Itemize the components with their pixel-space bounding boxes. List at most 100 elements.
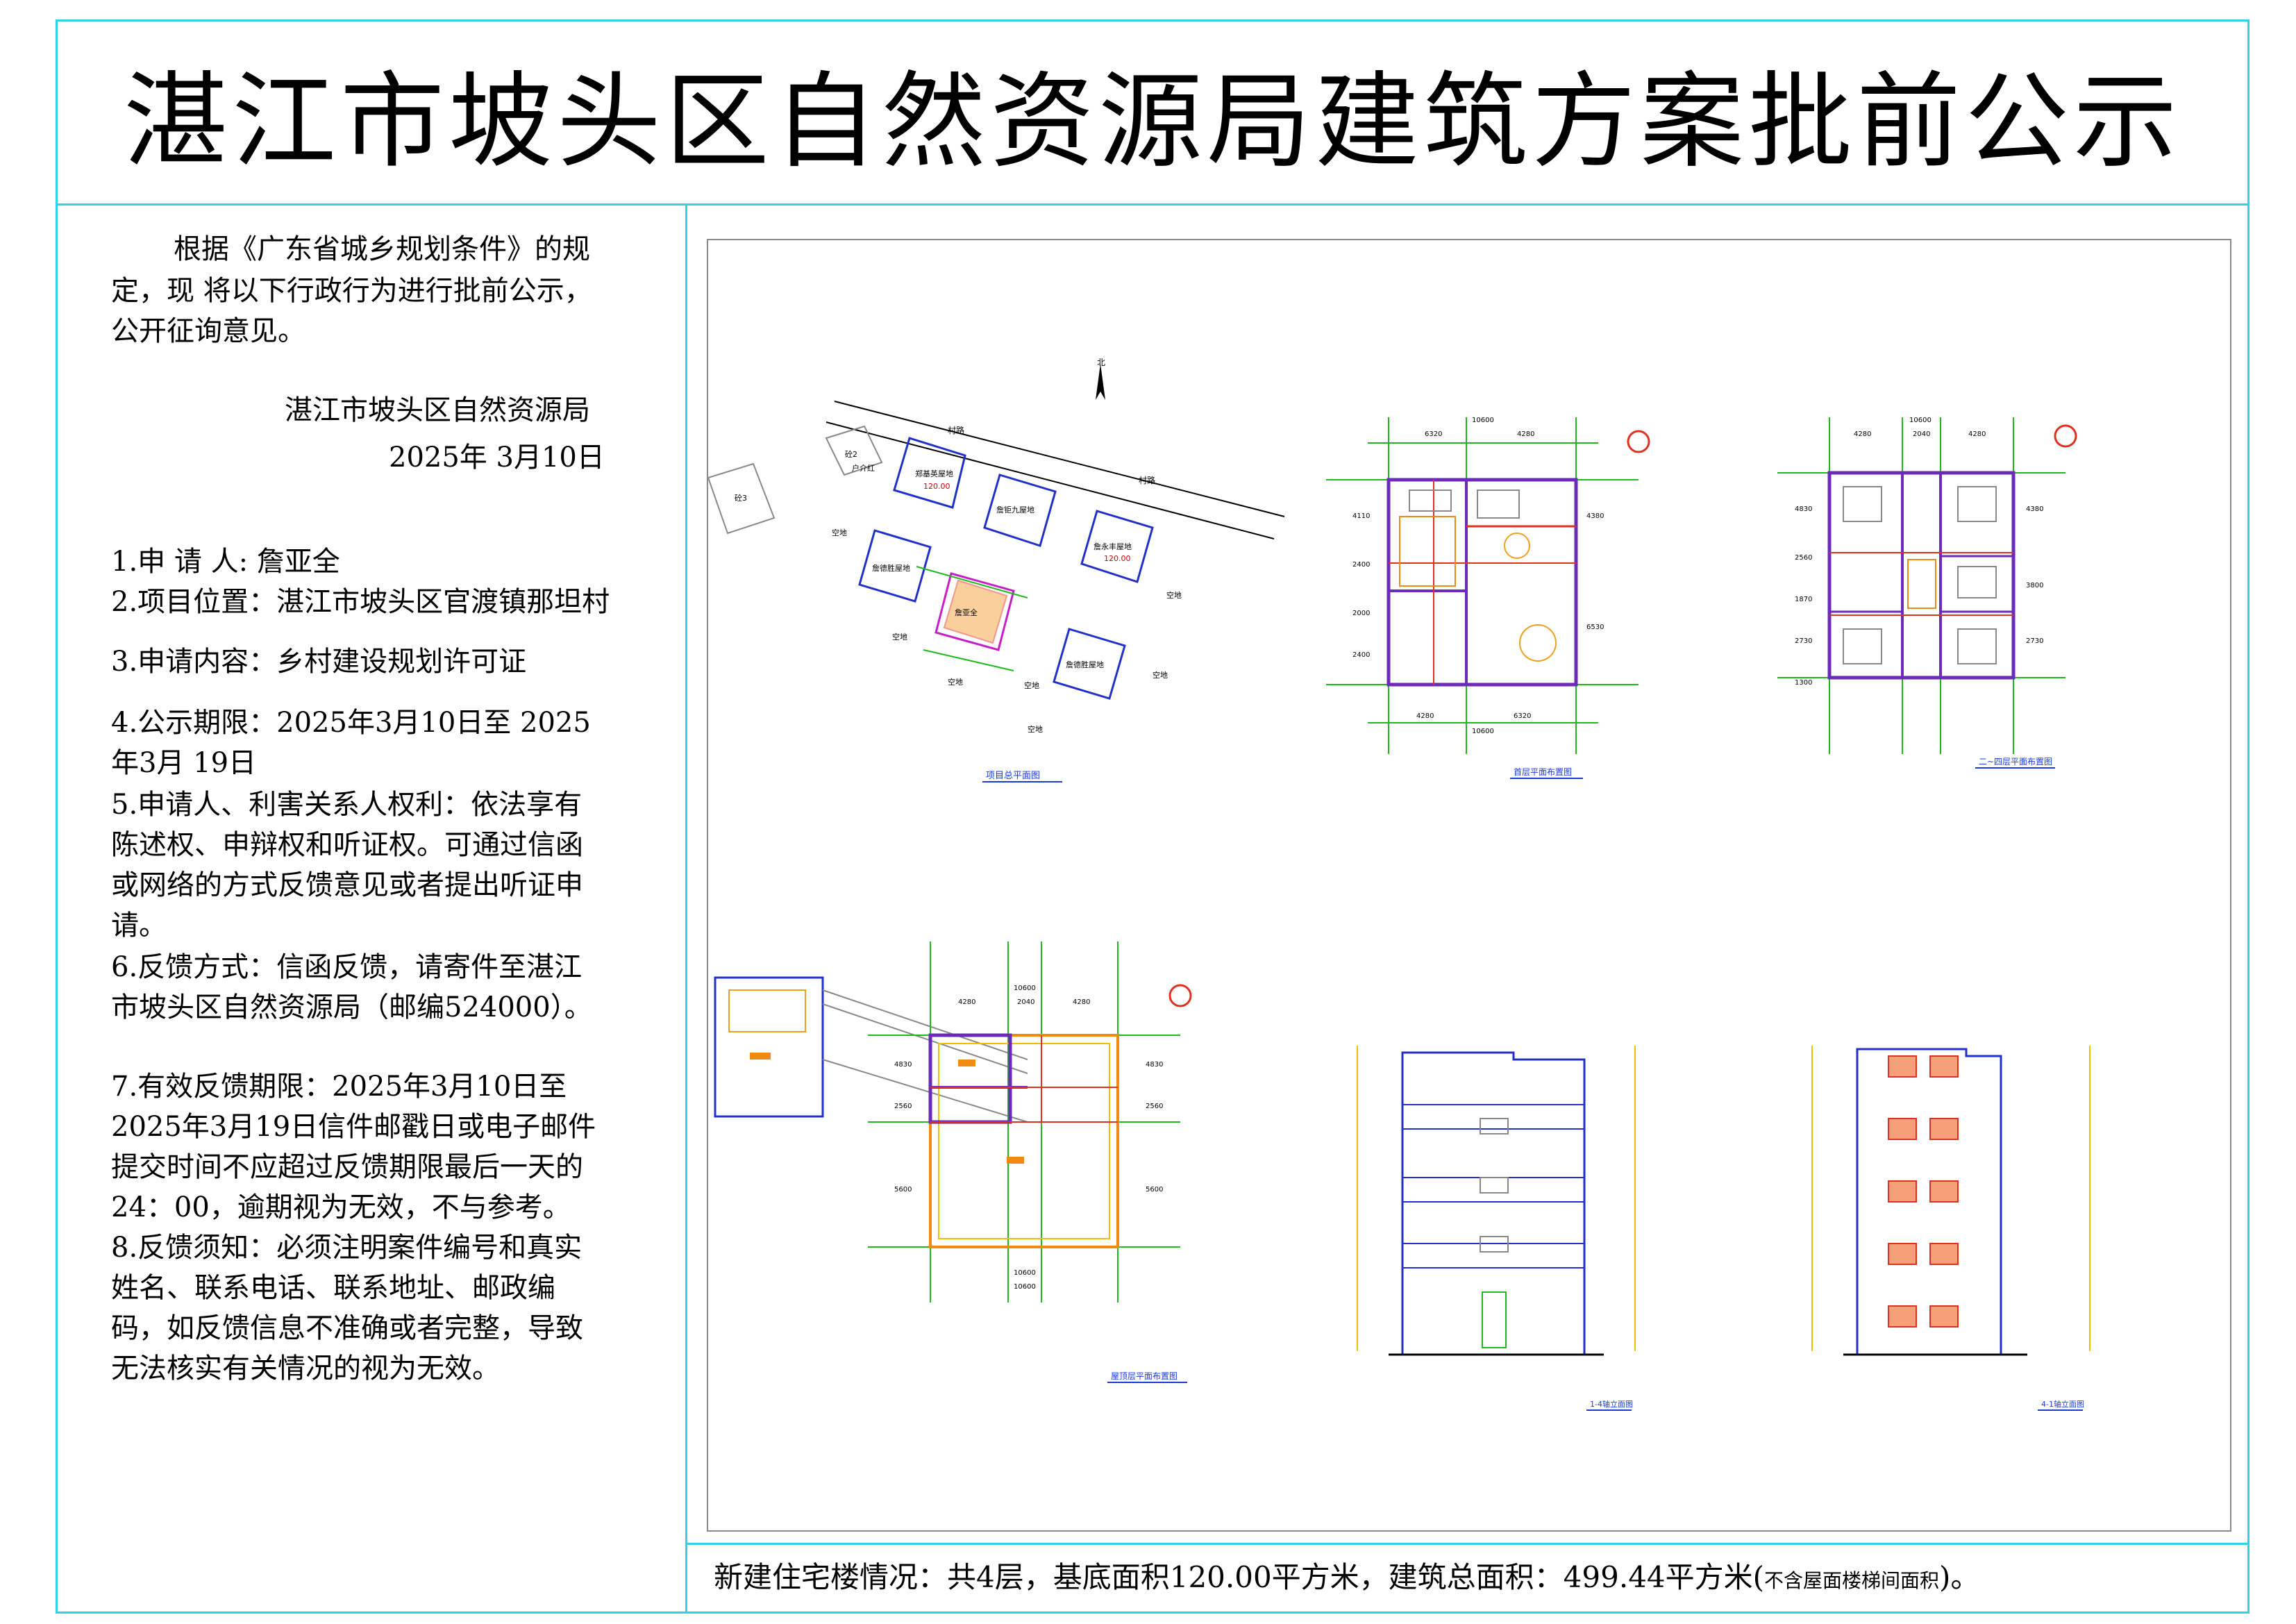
road-label-2: 村路 [1139,475,1155,485]
building-summary: 新建住宅楼情况：共4层，基底面积120.00平方米，建筑总面积：499.44平方… [714,1555,1979,1603]
item-rights-1: 5.申请人、利害关系人权利：依法享有 [111,789,583,821]
empty-3: 空地 [948,677,963,687]
intro-line-2: 定，现 将以下行政行为进行批前公示， [111,275,592,307]
p1-left-1: 4110 [1352,512,1370,520]
lot-1-name: 郑基英屋地 [915,469,953,478]
plan3-caption: 屋顶层平面布置图 [1111,1371,1178,1381]
drawings-panel: 北 村路 村路 砼2 户介红 砼3 郑基英屋地 120.00 詹钜九屋地 詹永丰… [707,239,2231,1532]
title-frame [56,19,2249,206]
roof-plan: 4280 10600 2040 4280 4830 2560 5600 4830… [714,941,1192,1383]
p2-left-1: 4830 [1795,505,1812,513]
summary-end: )。 [1939,1560,1980,1594]
p2-left-4: 2730 [1795,637,1812,645]
p2-right-2: 3800 [2026,582,2043,589]
item-notes-4: 无法核实有关情况的视为无效。 [111,1353,500,1384]
issuer: 湛江市坡头区自然资源局 [285,394,590,426]
north-label: 北 [1097,358,1105,367]
elevation-1-caption: 1-4轴立面图 [1590,1399,1633,1409]
elevation-1: 1-4轴立面图 [1357,1046,1636,1411]
p2-left-3: 1870 [1795,596,1812,603]
empty-5: 空地 [1166,590,1182,600]
p1-dim-b: 4280 [1517,430,1534,438]
p1-right-1: 4380 [1586,512,1604,520]
summary-frame [685,1543,2249,1614]
upper-floor-plan: 4280 10600 2040 4280 4830 2560 1870 2730… [1777,417,2077,769]
item-content: 3.申请内容：乡村建设规划许可证 [111,646,527,678]
lot-5-name: 詹亚全 [955,608,978,617]
p3-dim-a: 4280 [958,998,975,1006]
p1-dim-bot-a: 4280 [1416,712,1434,720]
empty-1: 空地 [832,528,847,537]
p3-dim-total: 10600 [1014,985,1036,992]
elevation-2: 4-1轴立面图 [1811,1046,2090,1411]
p3-right-3: 5600 [1146,1186,1163,1194]
plan3-north-icon [1168,984,1192,1007]
empty-7: 空地 [1028,724,1043,734]
item-notes-1: 8.反馈须知：必须注明案件编号和真实 [111,1232,583,1264]
p3-bot-a: 10600 [1014,1269,1036,1277]
item-deadline-1: 7.有效反馈期限：2025年3月10日至 [111,1071,567,1103]
p3-left-3: 5600 [894,1186,912,1194]
item-rights-3: 或网络的方式反馈意见或者提出听证申 [111,869,583,901]
p1-left-4: 2400 [1352,651,1370,659]
item-deadline-2: 2025年3月19日信件邮戳日或电子邮件 [111,1111,596,1143]
lot-2-name: 詹钜九屋地 [996,505,1034,514]
building-p3: 砼3 [735,494,747,503]
p2-dim-c: 4280 [1968,430,1986,438]
road-label-1: 村路 [948,425,964,435]
item-period-2: 年3月 19日 [111,747,257,779]
p2-left-5: 1300 [1795,679,1812,687]
p3-right-2: 2560 [1146,1103,1163,1110]
p1-dim-bot-total: 10600 [1472,728,1494,735]
p2-right-1: 4380 [2026,505,2043,513]
site-plan: 北 村路 村路 砼2 户介红 砼3 郑基英屋地 120.00 詹钜九屋地 詹永丰… [707,358,1285,782]
intro-line-3: 公开征询意见。 [111,315,305,347]
p1-dim-total: 10600 [1472,417,1494,424]
lot-3-name: 詹永丰屋地 [1093,542,1132,551]
lot-4-name: 詹德胜屋地 [872,563,910,573]
p2-dim-b: 2040 [1913,430,1930,438]
item-rights-2: 陈述权、申辩权和听证权。可通过信函 [111,829,583,861]
p2-dim-a: 4280 [1854,430,1871,438]
summary-note: 不含屋面楼梯间面积 [1764,1569,1940,1592]
plan1-north-icon [1627,430,1650,453]
building-p1: 砼2 [845,450,857,459]
item-feedback-1: 6.反馈方式：信函反馈，请寄件至湛江 [111,951,583,983]
site-plan-caption: 项目总平面图 [986,771,1040,781]
plan1-caption: 首层平面布置图 [1514,767,1572,777]
p2-left-2: 2560 [1795,554,1812,562]
p1-left-3: 2000 [1352,610,1370,617]
empty-2: 空地 [892,632,907,642]
item-notes-3: 码，如反馈信息不准确或者完整，导致 [111,1312,583,1344]
notice-date: 2025年 3月10日 [389,442,605,474]
item-rights-4: 请。 [111,910,167,941]
page-title: 湛江市坡头区自然资源局建筑方案批前公示 [123,61,2181,183]
p3-right-1: 4830 [1146,1061,1163,1069]
item-applicant: 1.申 请 人: 詹亚全 [111,546,340,578]
item-deadline-4: 24：00，逾期视为无效，不与参考。 [111,1191,571,1223]
plan2-north-icon [2054,424,2077,448]
p1-left-2: 2400 [1352,561,1370,569]
empty-4: 空地 [1024,680,1039,690]
p3-left-2: 2560 [894,1103,912,1110]
intro-line-1: 根据《广东省城乡规划条件》的规 [174,233,590,265]
empty-6: 空地 [1153,670,1168,680]
summary-main: 新建住宅楼情况：共4层，基底面积120.00平方米，建筑总面积：499.44平方… [714,1560,1765,1594]
drawings-svg: 北 村路 村路 砼2 户介红 砼3 郑基英屋地 120.00 詹钜九屋地 詹永丰… [707,358,2090,1411]
p2-dim-total: 10600 [1909,417,1932,424]
p3-dim-b: 2040 [1017,998,1034,1006]
plan2-caption: 二~四层平面布置图 [1979,757,2052,767]
item-feedback-2: 市坡头区自然资源局（邮编524000）。 [111,991,592,1023]
p1-right-2: 6530 [1586,623,1604,631]
building-p2: 户介红 [852,463,875,473]
p1-dim-a: 6320 [1425,430,1442,438]
elevation-2-caption: 4-1轴立面图 [2041,1399,2084,1409]
item-location: 2.项目位置：湛江市坡头区官渡镇那坦村 [111,586,610,618]
p1-dim-bot-b: 6320 [1514,712,1531,720]
lot-1-area: 120.00 [923,482,950,491]
item-notes-2: 姓名、联系电话、联系地址、邮政编 [111,1272,555,1304]
north-arrow-icon [1096,364,1105,400]
p3-left-1: 4830 [894,1061,912,1069]
item-period-1: 4.公示期限：2025年3月10日至 2025 [111,707,591,739]
p3-dim-c: 4280 [1073,998,1090,1006]
